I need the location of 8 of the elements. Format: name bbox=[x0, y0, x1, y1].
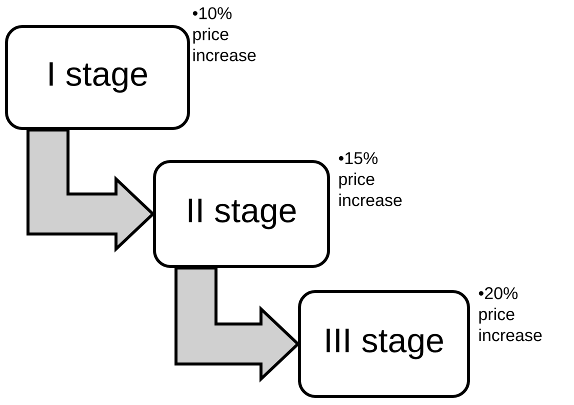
price-note: •10% price increase bbox=[192, 7, 256, 62]
stage-box: I stage bbox=[5, 25, 190, 130]
price-note: •20% price increase bbox=[478, 287, 542, 342]
price-note: •15% price increase bbox=[338, 152, 402, 206]
stage-box: III stage bbox=[298, 290, 470, 398]
stage-box: II stage bbox=[153, 160, 330, 268]
bent-arrow bbox=[174, 266, 300, 382]
bent-arrow bbox=[26, 128, 156, 252]
